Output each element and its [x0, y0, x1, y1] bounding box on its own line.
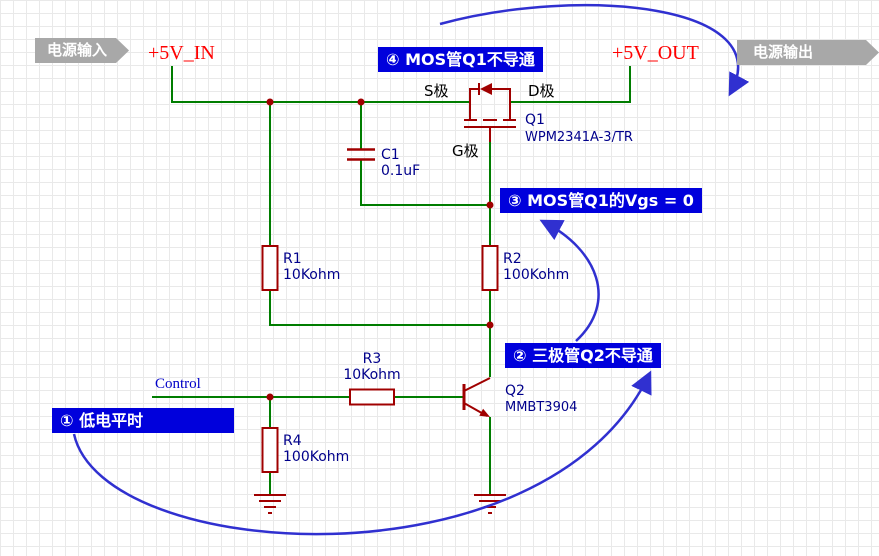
r3-value: 10Kohm: [343, 367, 401, 383]
resistor-r4-symbol: [261, 427, 279, 473]
c1-designator: C1: [381, 147, 400, 163]
transistor-q2-symbol: [462, 377, 491, 417]
mosfet-q1-symbol: [464, 83, 516, 142]
wire-r1-bottom: [269, 290, 490, 326]
q2-designator: Q2: [505, 383, 525, 399]
callout-step3: ③ MOS管Q1的Vgs = 0: [500, 188, 702, 213]
capacitor-c1-symbol: [347, 148, 375, 161]
r4-designator: R4: [283, 433, 302, 449]
q1-part: WPM2341A-3/TR: [525, 130, 633, 145]
power-output-banner: 电源输出: [737, 40, 879, 65]
r2-value: 100Kohm: [503, 267, 570, 283]
arrow-step3-curve: [539, 219, 600, 342]
callout-step1: ① 低电平时: [52, 408, 234, 433]
q2-part: MMBT3904: [505, 400, 578, 415]
q1-designator: Q1: [525, 112, 545, 128]
resistor-r1-symbol: [261, 245, 279, 291]
wire-c1-bottom: [360, 160, 490, 206]
q1-gate-pin-label: G极: [452, 142, 479, 160]
ground-symbol-left: [254, 494, 286, 514]
power-input-banner: 电源输入: [35, 38, 129, 63]
net-label-5v-out: +5V_OUT: [612, 42, 699, 64]
wire-vout-rail: [510, 66, 631, 103]
resistor-r2-symbol: [481, 245, 499, 291]
arrow-step2-curve: [72, 370, 652, 536]
callout-step2: ② 三极管Q2不导通: [505, 343, 661, 368]
wire-vin-rail: [171, 66, 470, 103]
r1-value: 10Kohm: [283, 267, 341, 283]
c1-value: 0.1uF: [381, 163, 421, 179]
r1-designator: R1: [283, 251, 302, 267]
r3-designator: R3: [362, 351, 382, 367]
r4-value: 100Kohm: [283, 449, 350, 465]
net-label-control: Control: [155, 376, 201, 392]
net-label-5v-in: +5V_IN: [148, 42, 215, 64]
callout-step4: ④ MOS管Q1不导通: [378, 47, 543, 72]
wires: [152, 66, 631, 495]
junction-dots: [266, 98, 494, 401]
q1-source-pin-label: S极: [424, 82, 449, 100]
emitter-arrow-icon: [479, 408, 490, 417]
annotation-arrows: [72, 3, 750, 536]
r2-designator: R2: [503, 251, 522, 267]
body-diode-icon: [480, 83, 492, 95]
q1-drain-pin-label: D极: [528, 82, 555, 100]
resistor-r3-symbol: [349, 388, 395, 406]
